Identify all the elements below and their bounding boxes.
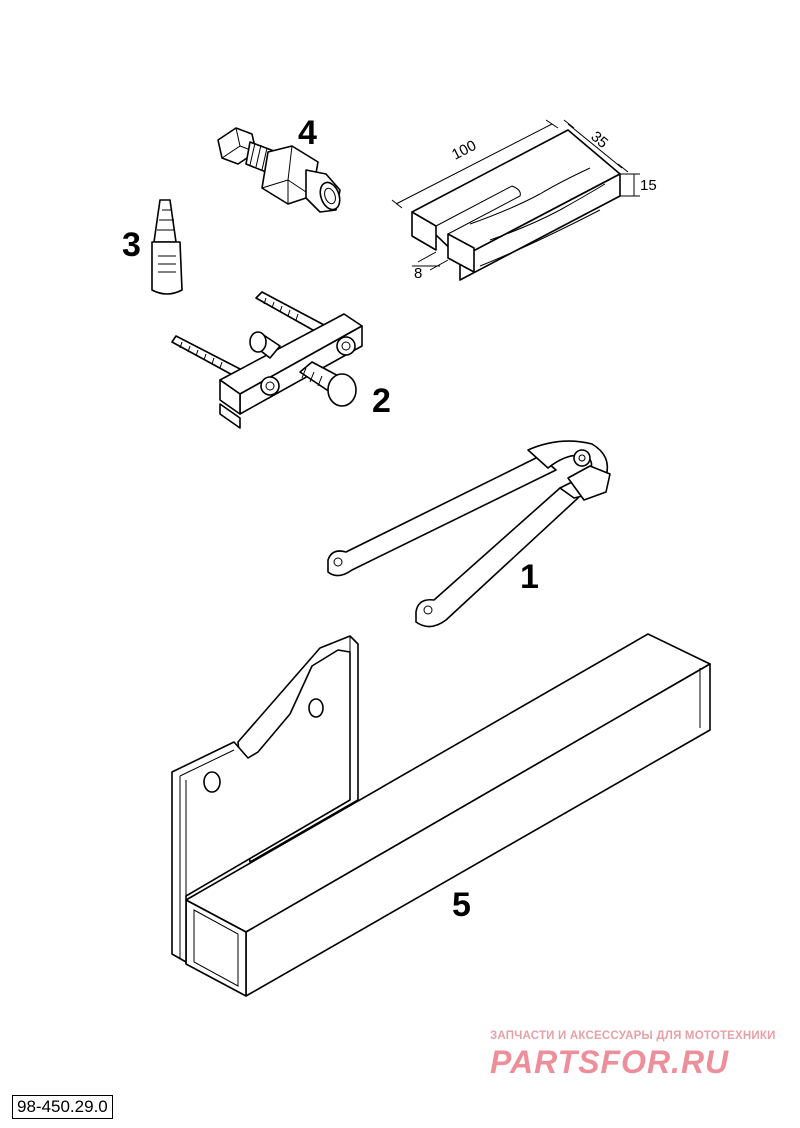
drawing-reference-number: 98-450.29.0 (12, 1095, 113, 1119)
watermark-logo: PARTSFOR.RU (490, 1044, 730, 1080)
part-2-puller-plate (171, 291, 363, 429)
callout-3: 3 (122, 226, 141, 264)
part-5-engine-stand (171, 633, 711, 997)
callout-4: 4 (298, 114, 317, 152)
part-3-compound-tube (151, 199, 183, 295)
callout-2: 2 (372, 382, 391, 420)
dim-slot: 8 (414, 265, 422, 282)
dim-width: 35 (587, 128, 611, 152)
callout-5: 5 (452, 886, 471, 924)
part-4-bolt-assembly (217, 127, 341, 213)
wooden-block (391, 119, 640, 281)
part-1-pin-spanner (327, 440, 611, 628)
callout-1: 1 (520, 558, 539, 596)
watermark-tagline: ЗАПЧАСТИ И АКСЕССУАРЫ ДЛЯ МОТОТЕХНИКИ (490, 1030, 776, 1042)
dim-height: 15 (640, 177, 657, 194)
dim-length: 100 (449, 137, 479, 164)
